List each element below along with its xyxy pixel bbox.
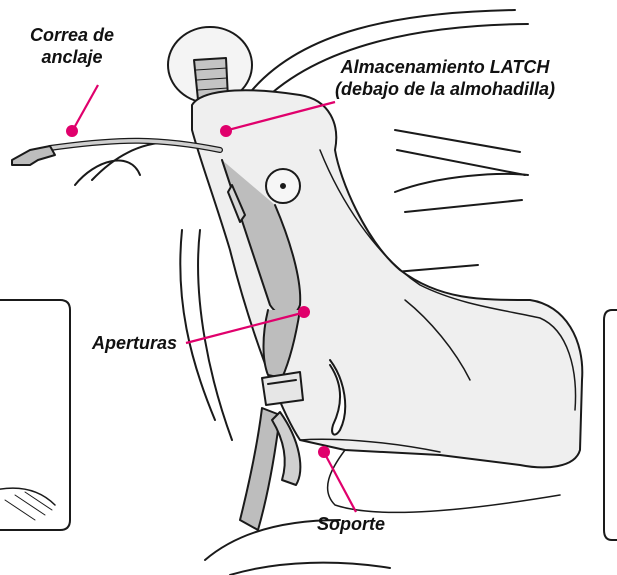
top-tether-label-line1: Correa de — [30, 24, 114, 46]
openings-dot — [298, 306, 310, 318]
car-seat-shell — [192, 90, 582, 512]
latch-storage-label: Almacenamiento LATCH (debajo de la almoh… — [335, 56, 555, 100]
top-tether-dot — [66, 125, 78, 137]
support-label: Soporte — [317, 513, 385, 535]
latch-storage-dot — [220, 125, 232, 137]
support-dot — [318, 446, 330, 458]
latch-storage-label-line1: Almacenamiento LATCH — [335, 56, 555, 78]
top-tether-label-line2: anclaje — [30, 46, 114, 68]
top-tether-leader — [74, 85, 98, 128]
latch-storage-label-line2: (debajo de la almohadilla) — [335, 78, 555, 100]
support-leader — [326, 456, 356, 512]
top-tether-label: Correa de anclaje — [30, 24, 114, 68]
openings-label: Aperturas — [92, 332, 177, 354]
